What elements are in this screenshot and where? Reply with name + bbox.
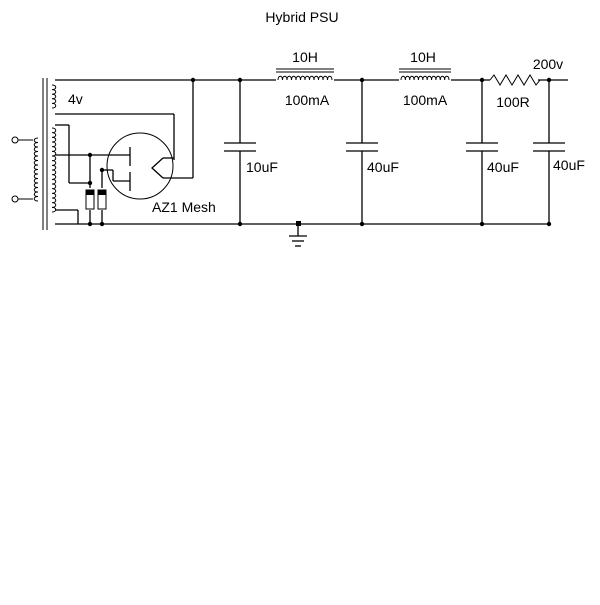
hv-winding	[51, 127, 57, 213]
junction-dot	[479, 77, 485, 83]
junction-dot	[359, 77, 365, 83]
junction-dot	[546, 221, 552, 227]
hybrid-diodes	[85, 189, 107, 210]
heater-winding	[51, 84, 57, 109]
resistor-100r	[489, 74, 541, 86]
junction-dot	[359, 221, 365, 227]
junction-dot	[190, 77, 196, 83]
cap-c4-label: 40uF	[553, 157, 585, 173]
cap-c3-label: 40uF	[487, 159, 519, 175]
choke-2-current: 100mA	[403, 92, 448, 108]
power-transformer	[11, 78, 57, 230]
diode-1-band	[86, 190, 94, 195]
diagram-title: Hybrid PSU	[265, 9, 338, 25]
heater-voltage-label: 4v	[68, 91, 83, 107]
output-voltage-label: 200v	[533, 56, 563, 72]
cap-c3	[466, 80, 498, 224]
tube-label: AZ1 Mesh	[152, 199, 216, 215]
choke-2-winding	[400, 75, 450, 81]
choke-2-inductance: 10H	[410, 49, 436, 65]
junction-dot	[479, 221, 485, 227]
junctions	[87, 77, 552, 227]
junction-dot	[99, 221, 105, 227]
primary-winding	[33, 137, 39, 202]
cap-c1	[224, 80, 256, 224]
junction-dot	[237, 221, 243, 227]
choke-1-current: 100mA	[285, 92, 330, 108]
rectifier-tube	[106, 132, 174, 200]
cap-c1-label: 10uF	[246, 159, 278, 175]
junction-dot	[237, 77, 243, 83]
junction-dot	[87, 221, 93, 227]
junction-dot	[87, 180, 93, 186]
diode-2-band	[98, 190, 106, 195]
junction-dot	[99, 167, 105, 173]
cap-c2-label: 40uF	[367, 159, 399, 175]
cap-c4	[533, 80, 565, 224]
choke-1-inductance: 10H	[292, 49, 318, 65]
choke-1	[276, 68, 334, 83]
primary-terminal-top	[11, 136, 19, 144]
choke-2	[399, 68, 451, 83]
choke-2-gap	[399, 72, 451, 83]
resistor-label: 100R	[496, 94, 529, 110]
resistor-zigzag	[489, 74, 541, 86]
ground-symbol	[289, 221, 307, 247]
cap-c2	[346, 80, 378, 224]
cathode-filament	[151, 157, 164, 179]
primary-terminal-bottom	[11, 195, 19, 203]
choke-1-winding	[277, 75, 333, 81]
junction-dot	[87, 152, 93, 158]
ground-node	[296, 221, 301, 226]
junction-dot	[546, 77, 552, 83]
tube-envelope	[106, 132, 174, 200]
resistor-gap	[490, 74, 538, 86]
